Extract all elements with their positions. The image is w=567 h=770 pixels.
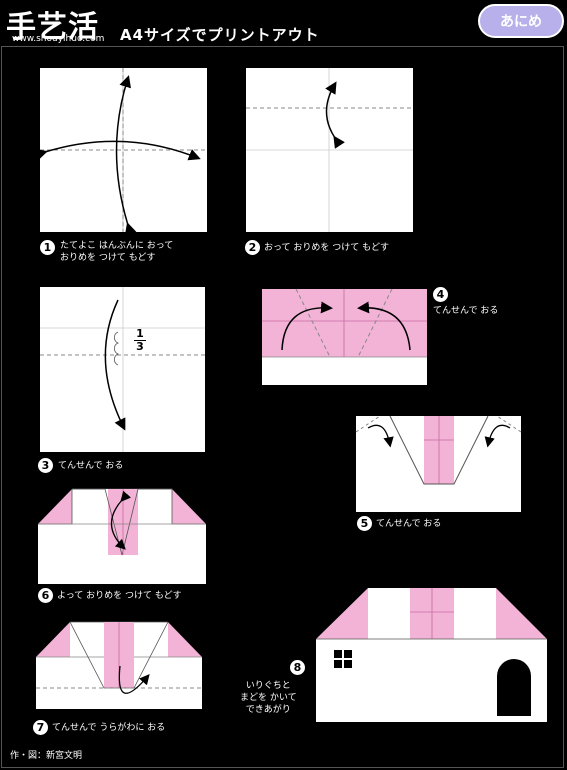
- step6-number: 6: [38, 588, 53, 603]
- step3-text: てんせんで おる: [58, 461, 124, 471]
- page-title: A4サイズでプリントアウト: [120, 26, 320, 44]
- step8-number: 8: [290, 660, 305, 675]
- step8-line3: できあがり: [245, 705, 291, 715]
- step2-number: 2: [245, 240, 260, 255]
- credit-text: 作・図：新宮文明: [10, 751, 83, 761]
- content-frame: [1, 46, 564, 768]
- step6-text: よって おりめを つけて もどす: [57, 591, 182, 601]
- step1-text: たてよこ はんぶんに おって おりめを つけて もどす: [60, 240, 173, 264]
- site-logo: 手艺活: [6, 10, 99, 45]
- step2-text: おって おりめを つけて もどす: [264, 243, 389, 253]
- fraction-denominator: 3: [134, 340, 146, 353]
- step4-number: 4: [433, 287, 448, 302]
- step8-text: いりぐちと まどを かいて できあがり: [240, 680, 297, 716]
- final-title: おみせ: [377, 732, 456, 762]
- step4-text: てんせんで おる: [433, 306, 499, 316]
- step1-line1: たてよこ はんぶんに おって: [60, 241, 174, 251]
- step5-number: 5: [357, 516, 372, 531]
- step3-diagram: [40, 287, 205, 452]
- step7-text: てんせんで うらがわに おる: [52, 723, 166, 733]
- step8-line2: まどを かいて: [240, 693, 297, 703]
- step8-line1: いりぐちと: [245, 681, 291, 691]
- step7-diagram: [36, 621, 202, 709]
- site-url: www.shouyihuo.com: [12, 34, 105, 44]
- step1-number: 1: [40, 240, 55, 255]
- step5-diagram: [355, 415, 522, 512]
- step7-number: 7: [33, 720, 48, 735]
- step4-diagram: [262, 288, 427, 385]
- step2-diagram: [246, 68, 413, 232]
- fraction-label: 1 3: [134, 328, 146, 353]
- fraction-numerator: 1: [136, 327, 144, 340]
- step1-line2: おりめを つけて もどす: [60, 253, 156, 263]
- step8-house: [316, 588, 547, 722]
- step1-diagram: [34, 68, 207, 236]
- step5-text: てんせんで おる: [376, 519, 442, 529]
- animation-button[interactable]: あにめ: [478, 4, 564, 38]
- step3-number: 3: [38, 458, 53, 473]
- step6-diagram: [38, 488, 206, 584]
